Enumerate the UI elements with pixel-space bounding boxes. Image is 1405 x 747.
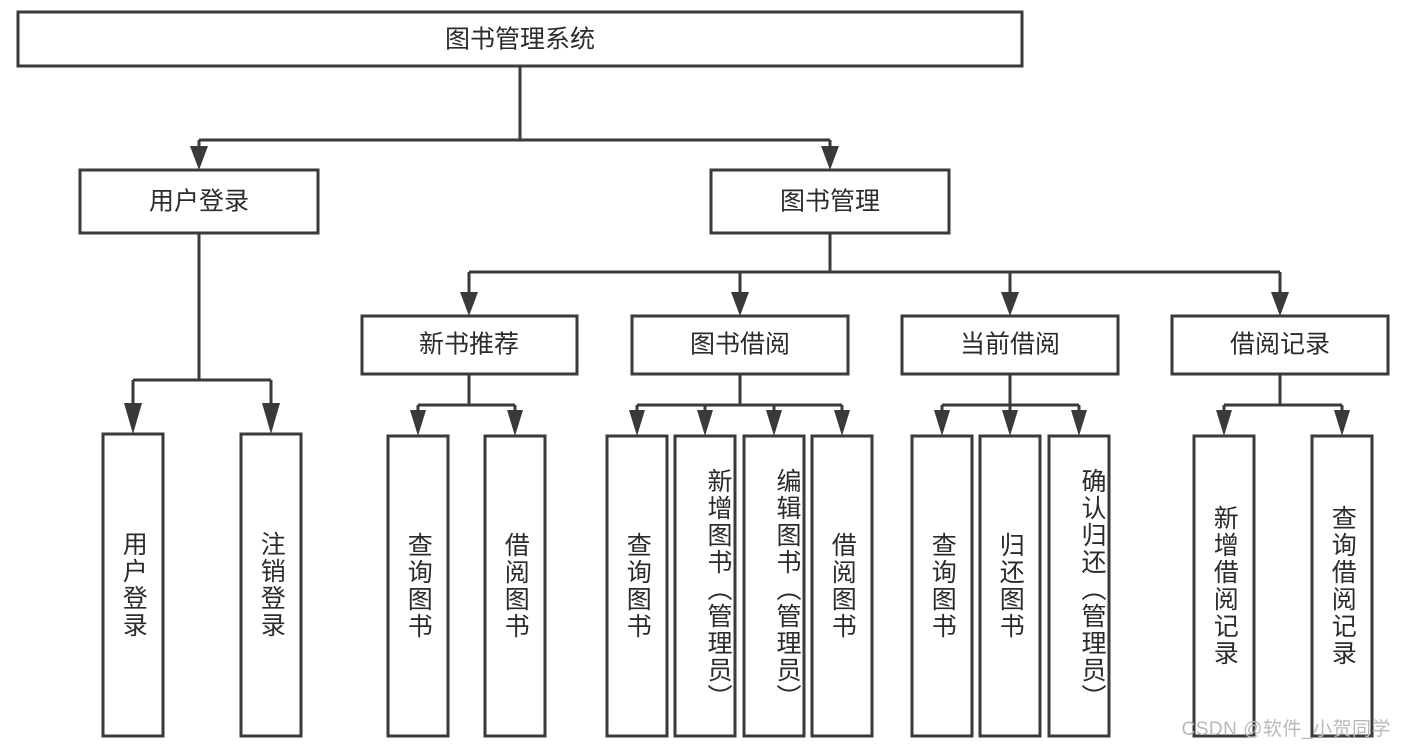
arrow-head-leaf-user-login <box>124 403 142 434</box>
arrow-head-edit-book <box>766 410 782 436</box>
connectors-root-to-level2 <box>190 66 839 170</box>
node-current-borrow-rect[interactable] <box>900 314 1120 376</box>
node-user-login-label: 用户登录 <box>149 188 249 216</box>
connectors-book-borrow-leaves <box>629 374 850 436</box>
leaf-box-confirm-return[interactable] <box>1047 434 1111 738</box>
node-book-manage-rect[interactable] <box>709 168 951 235</box>
node-current-borrow[interactable]: 当前借阅 <box>900 314 1120 376</box>
connectors-level2-to-level3 <box>460 233 1289 316</box>
leaf-box-query-book-1[interactable] <box>386 434 450 738</box>
watermark-text: CSDN @软件_小贺同学 <box>1181 719 1391 740</box>
arrow-head-new-book <box>460 292 478 316</box>
node-new-book-recommend-rect[interactable] <box>360 314 579 376</box>
node-new-book-recommend[interactable]: 新书推荐 <box>360 314 579 376</box>
leaf-box-logout[interactable] <box>239 432 303 738</box>
connectors-borrow-record-leaves <box>1216 374 1350 436</box>
node-borrow-record-label: 借阅记录 <box>1230 331 1330 359</box>
node-book-borrow[interactable]: 图书借阅 <box>630 314 850 376</box>
connectors-user-login-leaves <box>124 233 280 434</box>
arrow-head-query-book-3 <box>934 410 950 436</box>
leaf-box-borrow-book-1[interactable] <box>483 434 547 738</box>
node-root-label: 图书管理系统 <box>445 26 595 54</box>
node-current-borrow-label: 当前借阅 <box>960 331 1060 359</box>
leaf-box-return-book[interactable] <box>978 434 1042 738</box>
arrow-head-return-book <box>1002 410 1018 436</box>
leaf-box-query-record[interactable] <box>1310 434 1374 738</box>
leaf-box-query-book-2[interactable] <box>605 434 669 738</box>
arrow-head-borrow-book-1 <box>507 410 523 436</box>
leaf-box-add-book[interactable] <box>673 434 737 738</box>
arrow-head-borrow-book-2 <box>834 410 850 436</box>
arrow-head-query-book-2 <box>629 410 645 436</box>
arrow-head-leaf-logout <box>262 403 280 434</box>
node-root[interactable]: 图书管理系统 <box>16 10 1024 68</box>
arrow-head-book-borrow <box>731 292 749 316</box>
arrow-head-confirm-return <box>1071 410 1087 436</box>
node-borrow-record[interactable]: 借阅记录 <box>1170 314 1390 376</box>
arrow-head-query-book-1 <box>410 410 426 436</box>
connectors-current-borrow-leaves <box>934 374 1087 436</box>
arrow-head-book-manage <box>821 146 839 170</box>
node-book-borrow-rect[interactable] <box>630 314 850 376</box>
connectors-new-book-leaves <box>410 374 523 436</box>
arrow-head-user-login <box>190 146 208 170</box>
arrow-head-add-book <box>697 410 713 436</box>
node-root-rect[interactable] <box>16 10 1024 68</box>
leaf-box-edit-book[interactable] <box>742 434 806 738</box>
node-user-login-rect[interactable] <box>78 168 320 235</box>
leaf-box-query-book-3[interactable] <box>910 434 974 738</box>
arrow-head-add-record <box>1216 410 1232 436</box>
node-borrow-record-rect[interactable] <box>1170 314 1390 376</box>
leaf-box-add-record[interactable] <box>1192 434 1256 738</box>
node-book-borrow-label: 图书借阅 <box>690 331 790 359</box>
leaf-box-user-login[interactable] <box>101 432 165 738</box>
arrow-head-borrow-record <box>1271 292 1289 316</box>
arrow-head-current-borrow <box>1001 292 1019 316</box>
node-new-book-recommend-label: 新书推荐 <box>419 331 519 359</box>
arrow-head-query-record <box>1334 410 1350 436</box>
leaf-box-borrow-book-2[interactable] <box>810 434 874 738</box>
node-book-manage-label: 图书管理 <box>780 188 880 216</box>
node-book-manage[interactable]: 图书管理 <box>709 168 951 235</box>
node-user-login[interactable]: 用户登录 <box>78 168 320 235</box>
